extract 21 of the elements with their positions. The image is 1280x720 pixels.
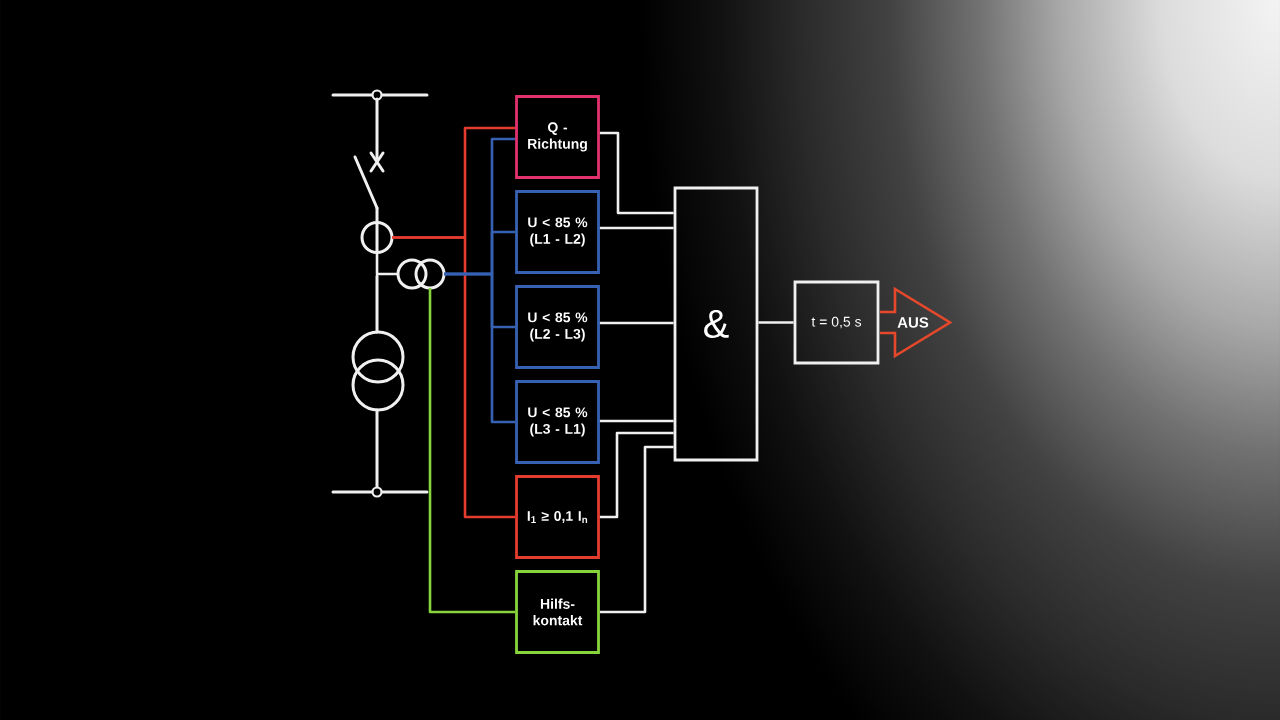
voltage-transformer-symbol xyxy=(396,258,446,290)
condition-box: I$_{1}$ ≥ 0,1 I$_{n}$ xyxy=(515,475,600,559)
signal-line xyxy=(599,131,674,215)
signal-line xyxy=(599,445,674,614)
signal-line xyxy=(428,288,516,614)
signal-line xyxy=(599,419,674,423)
signal-line xyxy=(599,321,674,325)
timer-box: t = 0,5 s xyxy=(793,280,880,365)
condition-box: U < 85 % (L1 - L2) xyxy=(515,190,600,274)
condition-box: Q - Richtung xyxy=(515,95,600,179)
signal-line xyxy=(375,252,398,276)
condition-box: U < 85 % (L2 - L3) xyxy=(515,285,600,369)
and-gate-box: & xyxy=(673,186,759,462)
condition-box: U < 85 % (L3 - L1) xyxy=(515,380,600,464)
signal-line xyxy=(599,226,674,230)
signal-line xyxy=(599,431,674,519)
signal-line xyxy=(392,236,516,519)
signal-line xyxy=(444,272,516,424)
condition-box: Hilfs- kontakt xyxy=(515,570,600,654)
signal-line xyxy=(758,321,794,324)
current-transformer-symbol xyxy=(360,221,394,254)
